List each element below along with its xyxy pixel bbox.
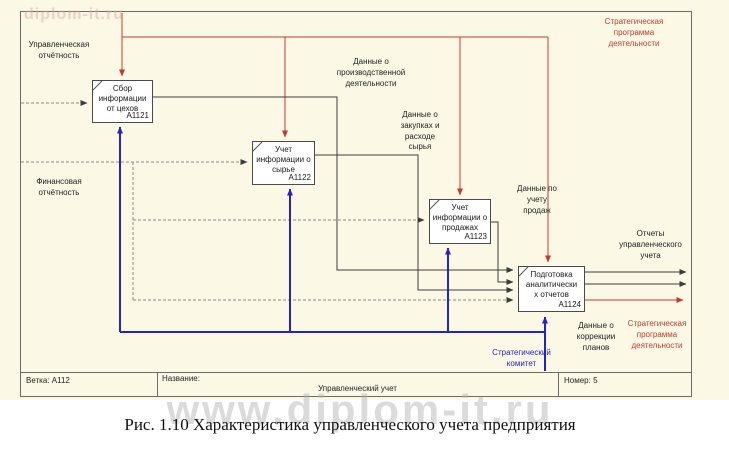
activity-code: A1122 <box>288 173 311 183</box>
footer-bar <box>20 372 692 397</box>
label-financial-reporting: Финансовая отчётность <box>36 177 82 197</box>
activity-box-a1122: Учет информации о сырье A1122 <box>252 141 315 185</box>
flow-box3-to-box4 <box>491 221 514 285</box>
activity-code: A1123 <box>464 232 487 242</box>
label-correction-data: Данные о коррекции планов <box>576 321 616 352</box>
figure-caption: Рис. 1.10 Характеристика управленческого… <box>124 415 576 434</box>
label-sales-data: Данные по учету продаж <box>517 184 557 215</box>
activity-label: Сбор информации от цехов <box>98 84 147 113</box>
label-strategic-committee: Стратегический комитет <box>492 348 551 368</box>
footer-name-label: Название: <box>162 374 200 383</box>
label-purchases-data: Данные о закупках и расходе сырья <box>400 110 440 152</box>
flow-box1-to-box4 <box>153 96 514 273</box>
label-strategic-program-bottom: Стратегическая программа деятельности <box>627 319 687 350</box>
activity-box-a1121: Сбор информации от цехов A1121 <box>92 80 153 123</box>
footer-branch: Ветка: A112 <box>26 376 70 385</box>
label-production-data: Данные о производственной деятельности <box>336 57 406 88</box>
activity-code: A1121 <box>126 111 149 121</box>
footer-divider <box>157 372 158 397</box>
activity-box-a1123: Учет информации о продажах A1123 <box>429 199 491 244</box>
watermark-top: diplom-it.ru <box>24 6 124 23</box>
footer-number: Номер: 5 <box>564 376 598 385</box>
activity-code: A1124 <box>558 300 581 310</box>
activity-label: Подготовка аналитически х отчетов <box>525 270 578 299</box>
watermark-bottom: www.diplom-it.ru <box>166 386 554 433</box>
activity-box-a1124: Подготовка аналитически х отчетов A1124 <box>518 266 585 312</box>
label-strategic-program-top: Стратегическая программа деятельности <box>604 17 664 48</box>
footer-divider <box>558 372 559 397</box>
label-management-reporting: Управленческая отчётность <box>28 40 90 60</box>
activity-label: Учет информации о продажах <box>432 203 488 232</box>
footer-name-value: Управленческий учет <box>318 384 397 393</box>
flow-box2-to-box4 <box>315 154 514 293</box>
activity-label: Учет информации о сырье <box>256 145 311 174</box>
label-reports: Отчеты управленческого учета <box>619 229 682 260</box>
